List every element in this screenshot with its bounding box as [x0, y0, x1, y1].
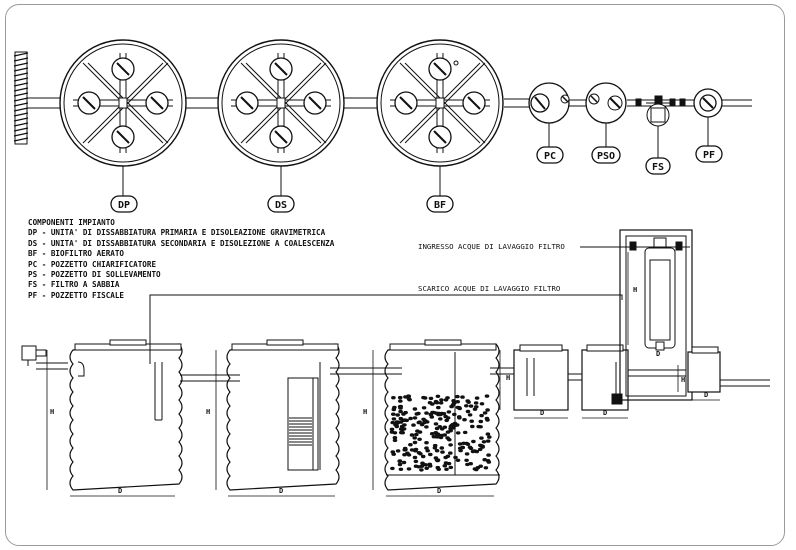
dp-tank-plan — [59, 39, 187, 167]
dim-d-fs: D — [656, 350, 660, 358]
dim-d-ds: D — [279, 487, 283, 495]
plan-view: DP DS BF PC PSO FS PF — [13, 39, 752, 213]
dim-h-dp: H — [50, 408, 54, 416]
pf-pit-section — [687, 346, 770, 393]
label-bf: BF — [434, 200, 446, 211]
label-pc: PC — [544, 151, 556, 162]
pc-pit-section — [513, 344, 569, 411]
note-scarico: SCARICO ACQUE DI LAVAGGIO FILTRO — [418, 284, 561, 293]
dim-d-dp: D — [118, 487, 122, 495]
fs-filter-section — [595, 229, 693, 401]
dim-d-pc: D — [540, 409, 544, 417]
legend-item: PS - POZZETTO DI SOLLEVAMENTO — [28, 270, 161, 280]
label-dp: DP — [118, 200, 130, 211]
note-ingresso: INGRESSO ACQUE DI LAVAGGIO FILTRO — [418, 242, 565, 251]
label-pso: PSO — [597, 151, 615, 162]
pso-pit-plan — [585, 82, 627, 124]
dimension-lines — [46, 252, 720, 497]
legend-item: FS - FILTRO A SABBIA — [28, 280, 120, 290]
pf-pit-plan — [693, 88, 723, 118]
dim-d-bf: D — [437, 487, 441, 495]
dim-h-ds: H — [206, 408, 210, 416]
legend-item: DS - UNITA' DI DISSABBIATURA SECONDARIA … — [28, 238, 335, 248]
dim-d-ps: D — [603, 409, 607, 417]
dim-h-pc: H — [506, 374, 510, 382]
legend-item: PF - POZZETTO FISCALE — [28, 290, 125, 300]
bf-tank-plan — [376, 39, 504, 167]
dp-tank-section — [69, 339, 183, 491]
section-view — [21, 229, 770, 497]
label-ds: DS — [275, 200, 287, 211]
legend-item: BF - BIOFILTRO AERATO — [28, 249, 125, 259]
dim-h-fs: H — [633, 286, 637, 294]
legend-title: COMPONENTI IMPIANTO — [28, 218, 115, 227]
legend-item: PC - POZZETTO CHIARIFICATORE — [28, 259, 157, 269]
label-fs: FS — [652, 162, 664, 173]
inlet-grating — [13, 51, 29, 145]
ds-tank-plan — [217, 39, 345, 167]
fs-filter-plan — [635, 95, 686, 127]
label-pf: PF — [703, 150, 715, 161]
dim-d-pf: D — [704, 391, 708, 399]
ds-tank-section — [226, 339, 340, 491]
legend-item: DP - UNITA' DI DISSABBIATURA PRIMARIA E … — [28, 228, 326, 238]
dim-h-bf: H — [363, 408, 367, 416]
dim-h-pf: H — [681, 376, 685, 384]
bf-tank-section — [384, 339, 500, 491]
legend: COMPONENTI IMPIANTO DP - UNITA' DI DISSA… — [28, 218, 348, 301]
pc-pit-plan — [528, 82, 570, 124]
